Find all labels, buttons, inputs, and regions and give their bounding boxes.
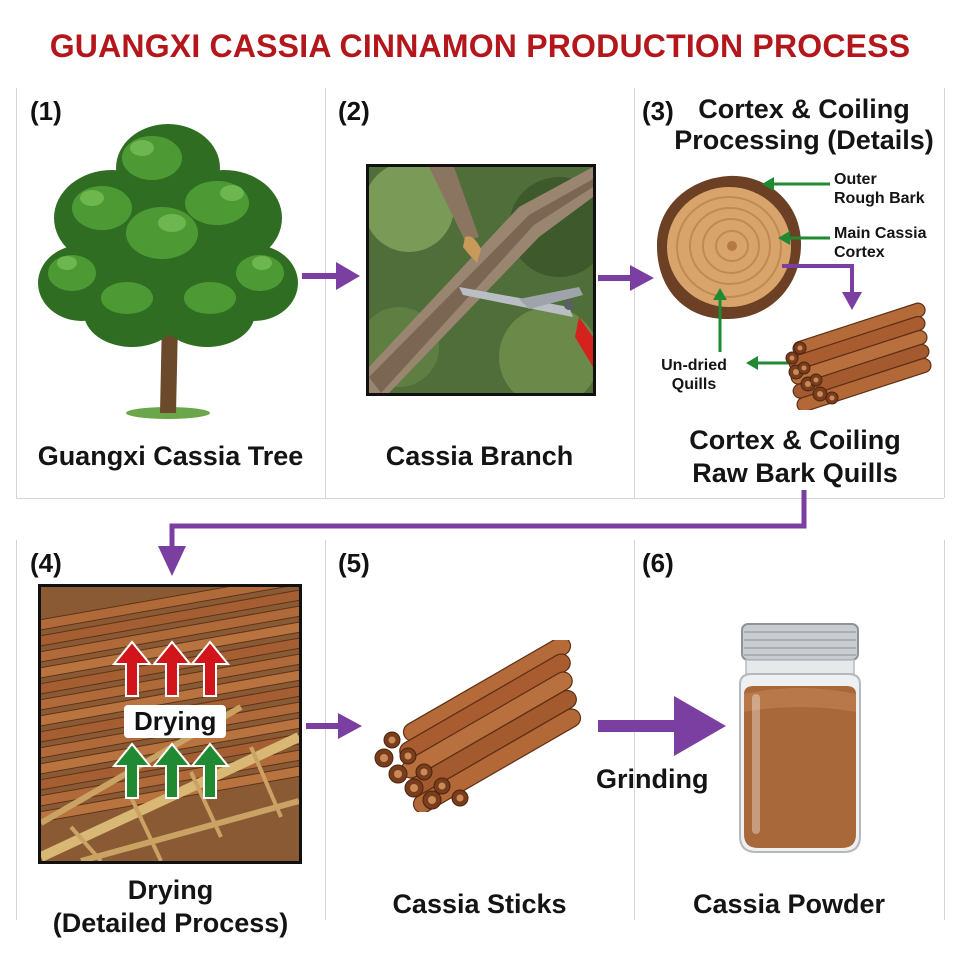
grid-divider-3 <box>325 540 326 920</box>
step-5-caption: Cassia Sticks <box>392 889 567 919</box>
drying-rack-photo <box>38 584 302 864</box>
grid-border-right <box>944 88 945 498</box>
step-3-header-line-1: Cortex & Coiling <box>698 94 910 124</box>
drying-overlay-label: Drying <box>124 705 227 738</box>
rising-heat-arrows-red <box>110 640 230 698</box>
step-5-number: (5) <box>338 548 370 578</box>
grid-border-left <box>16 88 17 498</box>
grid-divider-1 <box>325 88 326 498</box>
grid-border-right-2 <box>944 540 945 920</box>
label-cortex-line-1: Main Cassia <box>834 225 927 242</box>
label-outer-rough-bark: Outer Rough Bark <box>834 170 925 208</box>
powder-jar <box>734 622 866 854</box>
step-1-caption: Guangxi Cassia Tree <box>37 441 304 471</box>
cinnamon-sticks <box>362 640 598 812</box>
label-main-cassia-cortex: Main Cassia Cortex <box>834 224 926 262</box>
label-outer-line-2: Rough Bark <box>834 190 925 207</box>
tree-illustration <box>32 108 304 420</box>
raw-quills-bundle <box>770 298 940 410</box>
page-title: GUANGXI CASSIA CINNAMON PRODUCTION PROCE… <box>49 28 911 64</box>
step-1-number: (1) <box>30 96 62 126</box>
step-3-header-line-2: Processing (Details) <box>674 125 934 155</box>
step-2-number: (2) <box>338 96 370 126</box>
label-undried-quills: Un-dried Quills <box>654 356 734 394</box>
step-4-number: (4) <box>30 548 62 578</box>
step-4-caption: Drying (Detailed Process) <box>16 874 325 940</box>
flow-arrow-grinding <box>598 694 728 758</box>
grid-divider-2 <box>634 88 635 498</box>
flow-arrow-2 <box>598 260 656 296</box>
grid-border-left-2 <box>16 540 17 920</box>
label-quills-line-1: Un-dried <box>661 357 727 374</box>
flow-arrow-3-to-4 <box>150 488 810 580</box>
step-4-caption-line-2: (Detailed Process) <box>52 908 289 938</box>
branch-pruning-photo <box>366 164 596 396</box>
flow-arrow-3a <box>780 258 870 314</box>
label-outer-line-1: Outer <box>834 171 877 188</box>
log-cross-section <box>654 172 804 322</box>
step-3-header: Cortex & Coiling Processing (Details) <box>668 94 940 156</box>
grid-row-divider <box>16 498 944 499</box>
step-3-caption-line-1: Cortex & Coiling <box>689 425 901 455</box>
step-3-caption-line-2: Raw Bark Quills <box>692 458 898 488</box>
step-6-number: (6) <box>642 548 674 578</box>
grinding-label: Grinding <box>596 764 709 794</box>
label-cortex-line-2: Cortex <box>834 244 885 261</box>
flow-arrow-1 <box>302 256 362 296</box>
rising-heat-arrows-green <box>110 742 230 800</box>
label-arrows <box>640 160 840 390</box>
label-quills-line-2: Quills <box>671 376 717 393</box>
step-2-caption: Cassia Branch <box>385 441 574 471</box>
step-3-number: (3) <box>642 96 674 126</box>
step-6-caption: Cassia Powder <box>692 889 886 919</box>
step-3-caption: Cortex & Coiling Raw Bark Quills <box>640 424 950 490</box>
flow-arrow-4 <box>306 708 364 744</box>
step-4-caption-line-1: Drying <box>127 875 214 905</box>
